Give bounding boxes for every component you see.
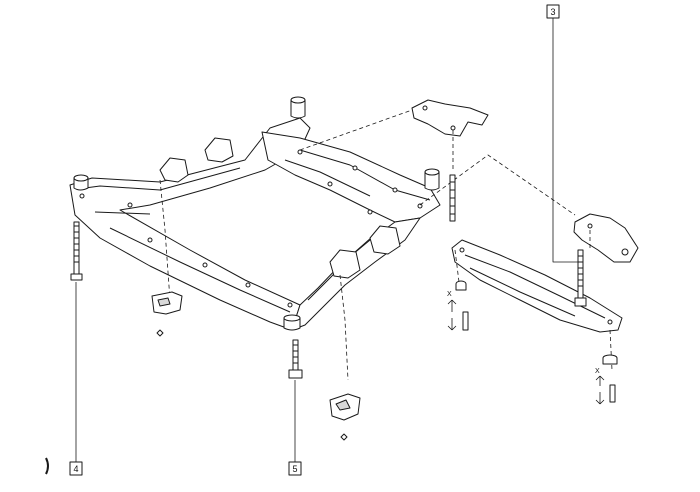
callout-5: 5 [288,461,302,476]
dimension-label-2: X [595,368,600,375]
callout-3-label: 3 [550,7,555,17]
callout-4-label: 4 [73,464,78,474]
front-crossbeam [69,117,311,331]
clip-bracket-right [329,393,361,421]
dimension-mark-2 [595,375,605,405]
mount-tower-rear-left [290,99,306,119]
clip-bracket-left [151,291,183,315]
mount-tower-rear-right [424,171,440,191]
fasteners-small [156,280,618,441]
bolt-3 [574,249,587,307]
page-edge-mark [45,457,49,475]
bolt-holes [79,149,423,308]
callout-4: 4 [69,461,83,476]
dimension-mark-1 [447,299,457,331]
callout-3: 3 [546,4,560,19]
rear-crossbeam [261,131,441,223]
assembly-guide-lines [159,109,613,381]
rear-tie-bar [451,239,623,333]
dimension-label-1: X [447,291,452,298]
engine-bracket-left [159,157,189,183]
callout-leaders [75,18,578,462]
callout-5-label: 5 [292,464,297,474]
bolt-rear-upper [449,174,456,222]
mounting-bracket-lower [573,213,639,263]
front-subframe [69,96,441,331]
mounting-bracket-upper [411,99,489,137]
bolt-4 [70,221,83,281]
engine-bracket-right [329,249,361,279]
right-side-rail [291,217,421,331]
bolt-5 [288,339,303,379]
